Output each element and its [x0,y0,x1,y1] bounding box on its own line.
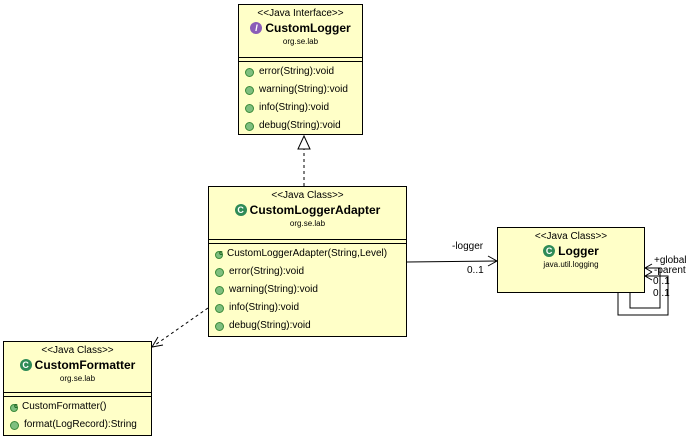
self-association-parent [617,275,669,316]
operation-separator [209,243,406,244]
public-method-icon [215,303,224,313]
public-method-icon [245,121,254,131]
self-association-global [629,267,661,309]
class-icon: C [234,204,247,216]
attribute-separator [239,57,362,58]
public-method-icon [245,85,254,95]
class-icon: C [19,359,32,371]
association-line-logger [406,260,498,263]
operation-item[interactable]: error(String):void [239,63,362,81]
stereotype-label: <<Java Class>> [271,190,344,201]
operation-item[interactable]: debug(String):void [209,317,406,335]
class-icon: C [543,245,556,257]
attribute-separator [209,239,406,240]
operation-item[interactable]: info(String):void [209,299,406,317]
class-box-logger[interactable]: <<Java Class>> C Logger java.util.loggin… [497,227,645,293]
multiplicity-label-logger: 0..1 [467,265,484,276]
class-box-custom-formatter[interactable]: <<Java Class>> C CustomFormatter org.se.… [3,341,152,436]
package-label: java.util.logging [543,260,599,269]
operation-item[interactable]: error(String):void [209,263,406,281]
multiplicity-label-parent: 0..1 [653,288,670,299]
class-name: Logger [558,244,599,258]
operation-item[interactable]: info(String):void [239,99,362,117]
stereotype-label: <<Java Interface>> [257,8,344,19]
package-label: org.se.lab [59,374,96,383]
class-name: CustomLogger [265,21,351,35]
dependency-line-formatter [154,307,209,346]
public-method-icon [245,103,254,113]
class-box-custom-logger-adapter[interactable]: <<Java Class>> C CustomLoggerAdapter org… [208,186,407,337]
stereotype-label: <<Java Class>> [534,231,608,242]
self-association-global-arrow [643,263,653,273]
role-label-parent: -parent [654,265,686,276]
public-method-icon [215,321,224,331]
package-label: org.se.lab [289,219,326,228]
public-method-icon [215,285,224,295]
operation-item[interactable]: warning(String):void [239,81,362,99]
realization-arrowhead [297,134,311,150]
operation-item[interactable]: format(LogRecord):String [4,416,151,434]
public-method-icon [10,420,19,430]
attribute-separator [4,392,151,393]
self-association-parent-arrow [643,271,653,281]
operation-item[interactable]: warning(String):void [209,281,406,299]
role-label-global: +global [654,255,687,266]
class-name: CustomLoggerAdapter [249,203,381,217]
operation-separator [4,396,151,397]
constructor-icon: c [10,403,19,412]
dependency-arrowhead-formatter [151,336,164,348]
package-label: org.se.lab [282,37,319,46]
stereotype-label: <<Java Class>> [41,345,114,356]
class-box-custom-logger[interactable]: <<Java Interface>> I CustomLogger org.se… [238,4,363,135]
constructor-icon: c [215,250,224,259]
multiplicity-label-global: 0..1 [653,276,670,287]
interface-icon: I [250,22,263,34]
operation-separator [239,61,362,62]
operation-item[interactable]: debug(String):void [239,117,362,135]
public-method-icon [215,267,224,277]
public-method-icon [245,67,254,77]
role-label-logger: -logger [452,241,484,252]
class-name: CustomFormatter [34,358,136,372]
